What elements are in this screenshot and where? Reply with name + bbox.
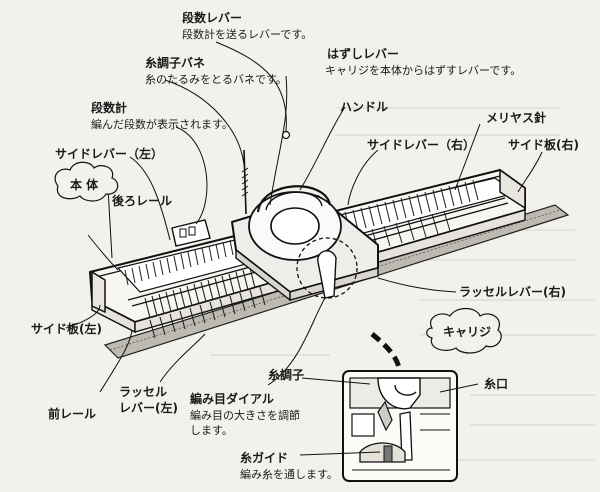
hontai-cloud: [54, 161, 119, 202]
needles-front-left: [144, 267, 256, 319]
side-plate-left-shape: [91, 270, 106, 314]
detail-inset-shape: [342, 370, 458, 482]
side-plate-right-shape: [499, 168, 526, 210]
label-carriage: キャリジ: [443, 325, 492, 339]
label-itoguchi: 糸口: [484, 377, 509, 391]
label-side-lever-left: サイドレバー（左）: [55, 147, 164, 161]
desc-amime-dial-1: 編み目の大きさを調節: [190, 409, 300, 422]
label-meriyasu-bari: メリヤス針: [486, 111, 547, 125]
label-amime-dial: 編み目ダイアル: [190, 392, 274, 406]
label-ushiro-rail: 後ろレール: [112, 194, 173, 208]
detail-circle: [296, 237, 358, 299]
needles-back-left: [124, 239, 234, 286]
label-handle: ハンドル: [340, 100, 389, 114]
label-ito-guide: 糸ガイド: [240, 451, 289, 465]
desc-dansu-lever: 段数計を送るレバーです。: [182, 28, 313, 41]
label-side-lever-right: サイドレバー（右）: [367, 138, 476, 152]
label-russell-lever-left-1: ラッセル: [119, 385, 168, 399]
carriage-cloud: [426, 307, 502, 354]
desc-hazushi-lever: キャリジを本体からはずすレバーです。: [325, 64, 522, 77]
needles-front-lower: [149, 286, 266, 339]
detail-connector: [370, 332, 403, 373]
desc-ito-guide: 編み糸を通します。: [240, 468, 338, 481]
label-itochoshi-bane: 糸調子バネ: [145, 56, 206, 70]
label-dansu-lever: 段数レバー: [182, 11, 243, 25]
label-russell-lever-left-2: レバー(左): [119, 401, 178, 415]
desc-dansukei: 編んだ段数が表示されます。: [91, 118, 233, 131]
leader-lines: [65, 41, 543, 456]
row-counter-shape: [171, 219, 211, 247]
desc-itochoshi-bane: 糸のたるみをとるバネです。: [145, 73, 287, 86]
label-dansukei: 段数計: [91, 101, 128, 115]
label-russell-lever-right: ラッセルレバー(右): [459, 285, 566, 299]
desc-amime-dial-2: します。: [190, 424, 233, 437]
label-itochoshi: 糸調子: [268, 368, 305, 382]
label-side-plate-right: サイド板(右): [508, 138, 579, 152]
label-side-plate-left: サイド板(左): [31, 322, 102, 336]
label-mae-rail: 前レール: [48, 407, 97, 421]
label-hontai: 本 体: [70, 178, 99, 192]
label-hazushi-lever: はずしレバー: [327, 47, 400, 61]
